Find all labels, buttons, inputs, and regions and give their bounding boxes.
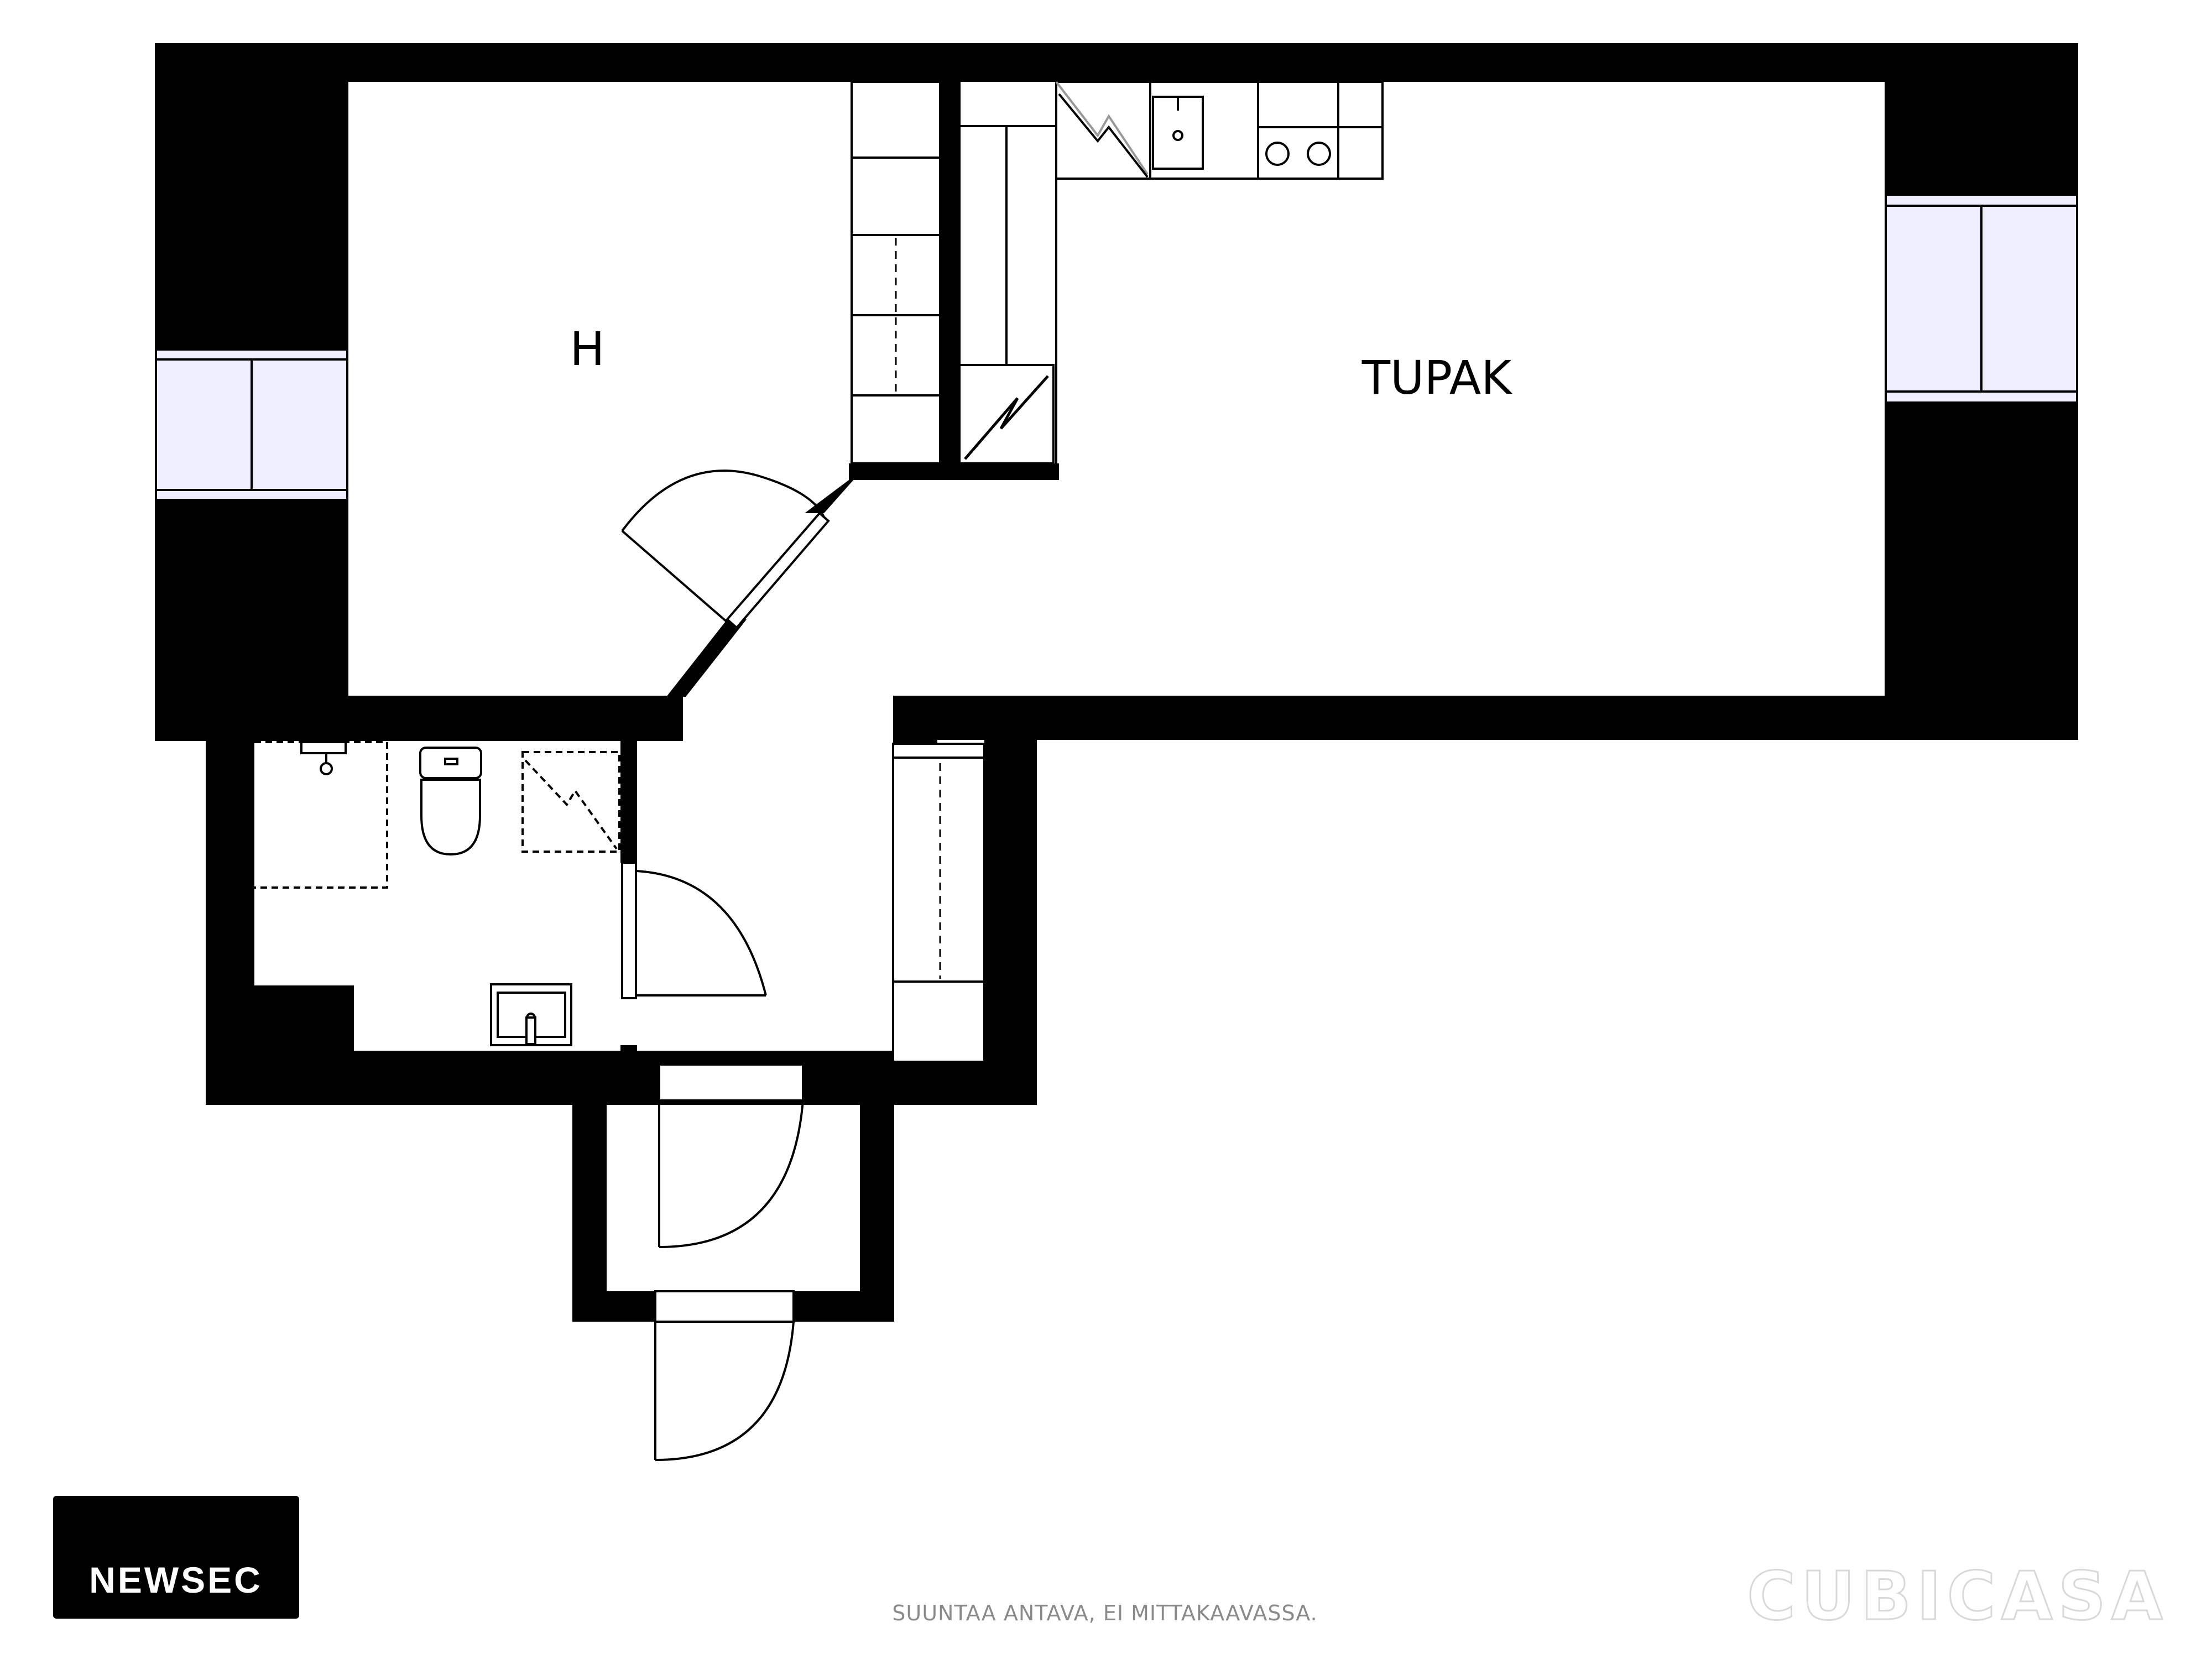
- wardrobe-hall: [892, 743, 985, 1063]
- walls: [155, 43, 2078, 1322]
- room-label-bedroom: H: [570, 322, 604, 376]
- shower-faucet-icon: [300, 741, 347, 775]
- stove-icon: [1265, 142, 1331, 166]
- bathroom-sink-icon: [490, 983, 572, 1046]
- door-hall-vestibule: [658, 1063, 804, 1248]
- room-label-living: TUPAK: [1361, 351, 1513, 405]
- newsec-logo-text: NEWSEC: [89, 1559, 263, 1600]
- newsec-logo: NEWSEC: [53, 1496, 299, 1619]
- toilet-icon: [419, 747, 482, 856]
- door-bathroom: [621, 862, 767, 999]
- dishwasher-icon: [1055, 81, 1149, 178]
- door-bedroom: [621, 469, 830, 629]
- shower-area: [254, 741, 388, 889]
- floor-drain-area: [521, 751, 620, 853]
- kitchen-sink-icon: [1152, 96, 1204, 170]
- disclaimer-text: SUUNTAA ANTAVA, EI MITTAKAAVASSA.: [892, 1601, 1317, 1625]
- window-living: [1885, 194, 2078, 404]
- window-bedroom: [155, 348, 348, 501]
- door-entrance: [654, 1290, 795, 1461]
- wardrobe-bedroom: [851, 81, 941, 465]
- wall-reveals: [155, 43, 348, 82]
- fridge-icon: [958, 364, 1055, 465]
- cubicasa-watermark: CUBICASA: [1747, 1558, 2168, 1635]
